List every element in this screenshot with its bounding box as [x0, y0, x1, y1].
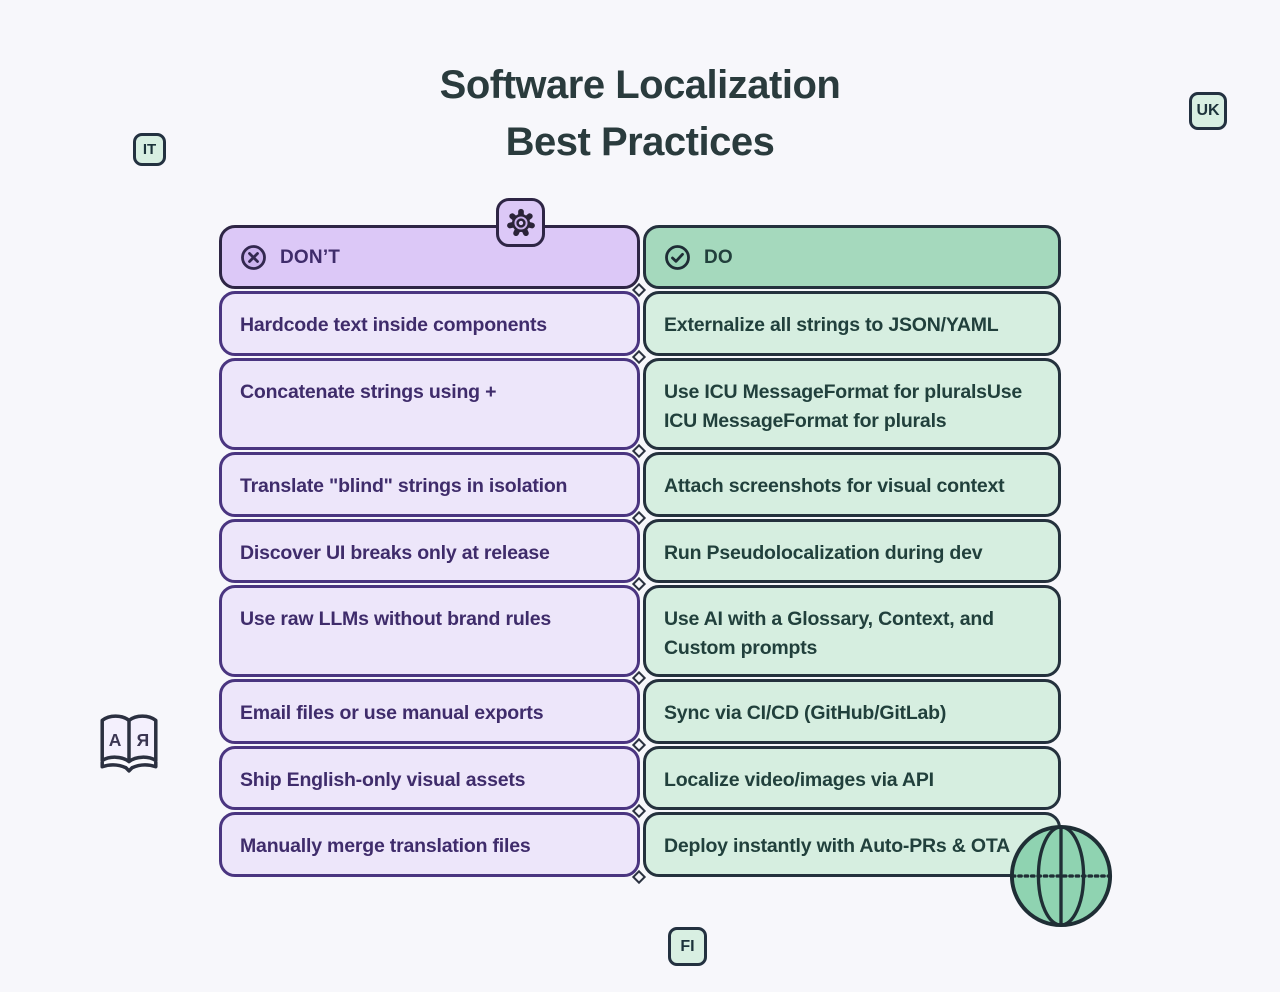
do-row-1: Externalize all strings to JSON/YAML — [643, 291, 1061, 356]
do-row-8: Deploy instantly with Auto-PRs & OTA — [643, 812, 1061, 877]
dont-row-1: Hardcode text inside components — [219, 291, 640, 356]
gear-icon — [506, 208, 535, 236]
language-badge-fi: FI — [668, 927, 707, 966]
do-row-2: Use ICU MessageFormat for pluralsUse ICU… — [643, 358, 1061, 450]
dont-row-8: Manually merge translation files — [219, 812, 640, 877]
language-badge-uk: UK — [1189, 92, 1227, 130]
globe-icon — [1009, 824, 1113, 928]
dont-row-2: Concatenate strings using + — [219, 358, 640, 450]
do-row-7: Localize video/images via API — [643, 746, 1061, 810]
dont-row-5: Use raw LLMs without brand rules — [219, 585, 640, 677]
page-title: Software Localization Best Practices — [0, 57, 1280, 171]
book-letter-right: Я — [137, 730, 150, 750]
dont-row-3: Translate "blind" strings in isolation — [219, 452, 640, 517]
language-badge-it: IT — [133, 133, 166, 166]
dont-header-label: DON’T — [280, 246, 341, 268]
do-row-3: Attach screenshots for visual context — [643, 452, 1061, 517]
do-header-cell: DO — [643, 225, 1061, 289]
dictionary-book-icon: А Я — [100, 714, 158, 773]
dont-row-7: Ship English-only visual assets — [219, 746, 640, 810]
dont-row-6: Email files or use manual exports — [219, 679, 640, 744]
title-line-2: Best Practices — [505, 120, 775, 164]
gear-badge — [496, 198, 545, 247]
dont-column: DON’T Hardcode text inside components Co… — [219, 225, 640, 877]
title-line-1: Software Localization — [439, 63, 841, 107]
dont-row-4: Discover UI breaks only at release — [219, 519, 640, 583]
dont-header-cell: DON’T — [219, 225, 640, 289]
x-circle-icon — [241, 244, 266, 270]
book-letter-left: А — [109, 730, 122, 750]
do-row-5: Use AI with a Glossary, Context, and Cus… — [643, 585, 1061, 677]
do-row-4: Run Pseudolocalization during dev — [643, 519, 1061, 583]
do-column: DO Externalize all strings to JSON/YAML … — [643, 225, 1061, 877]
do-header-label: DO — [704, 246, 733, 268]
check-circle-icon — [665, 244, 690, 270]
do-row-6: Sync via CI/CD (GitHub/GitLab) — [643, 679, 1061, 744]
